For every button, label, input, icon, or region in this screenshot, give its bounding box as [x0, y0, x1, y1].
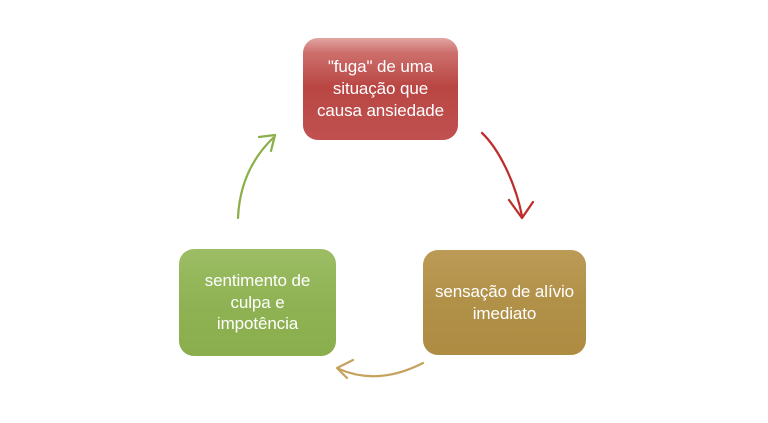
- node-sentimento-culpa: sentimento de culpa e impotência: [179, 249, 336, 356]
- node-culpa-label: sentimento de culpa e impotência: [204, 270, 311, 334]
- arrow-alivio-to-culpa-icon: [335, 358, 425, 380]
- node-fuga-label: "fuga" de uma situação que causa ansieda…: [316, 57, 445, 120]
- node-alivio-label: sensação de alívio imediato: [434, 281, 574, 323]
- arrow-fuga-to-alivio-icon: [480, 131, 535, 220]
- node-sensacao-alivio: sensação de alívio imediato: [423, 250, 586, 355]
- node-fuga-situacao-ansiedade: "fuga" de uma situação que causa ansieda…: [303, 38, 458, 140]
- arrow-culpa-to-fuga-icon: [236, 133, 277, 220]
